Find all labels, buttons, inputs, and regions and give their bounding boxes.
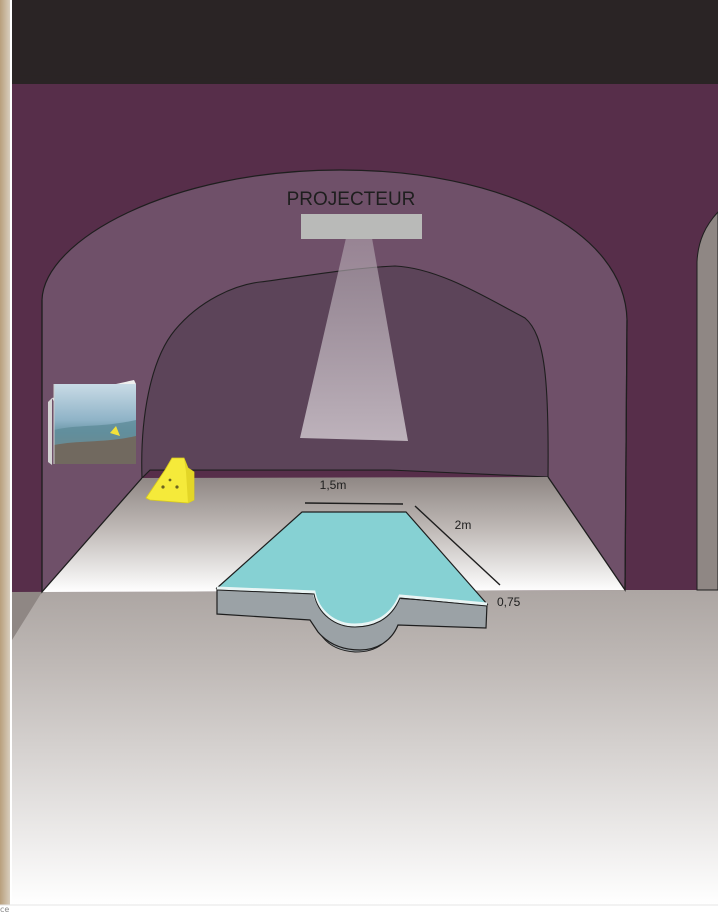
length-label: 2m [455,518,472,532]
left-edge-strip [0,0,10,905]
right-arch [697,212,718,590]
width-dimension-line [305,503,403,504]
beach-photo-panel [48,380,136,465]
projector-label: PROJECTEUR [287,189,416,210]
width-label: 1,5m [320,478,347,492]
depth-label: 0,75 [497,595,521,609]
projector-icon [301,214,422,239]
corner-note: ce [0,905,9,914]
